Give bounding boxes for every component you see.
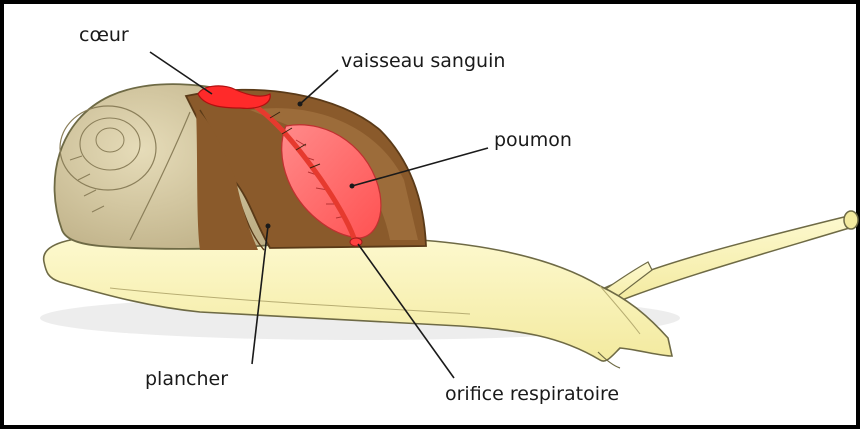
label-coeur: cœur xyxy=(79,26,129,45)
upper-tentacle xyxy=(600,216,856,304)
label-poumon: poumon xyxy=(494,131,572,150)
snail-foot xyxy=(44,236,672,361)
respiratory-orifice xyxy=(350,238,362,246)
label-plancher: plancher xyxy=(145,370,228,389)
label-vaisseau-sanguin: vaisseau sanguin xyxy=(341,52,505,71)
tentacle-tip xyxy=(844,211,858,229)
label-orifice-respiratoire: orifice respiratoire xyxy=(445,385,619,404)
